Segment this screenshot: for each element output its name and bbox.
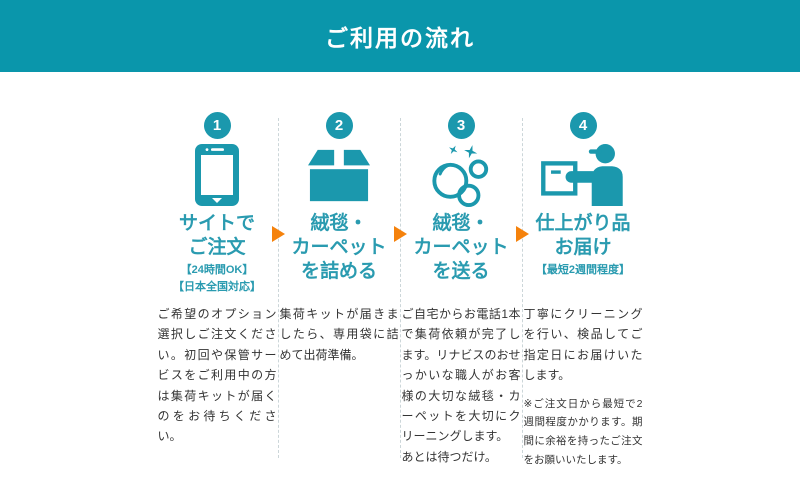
step-title: サイトで ご注文 [178,213,255,259]
column-divider [271,118,285,460]
bubbles-icon [429,143,493,207]
step-title-area: サイトで ご注文 【24時間OK】 【日本全国対応】 [173,212,261,304]
arrow-right-icon [271,226,285,242]
step-number-badge: 3 [447,112,475,139]
arrow-right-icon [393,226,407,242]
step-title: 仕上がり品 お届け [535,213,631,259]
step-badge: 【24時間OK】 [180,264,254,277]
column-divider [515,118,529,460]
step-title-area: 絨毯・ カーペット を詰める [291,212,386,304]
step-description: 丁寧にクリーニングを行い、検品してご指定日にお届けいたします。 [523,307,643,383]
page-title: ご利用の流れ [325,25,475,51]
step-number-badge: 4 [569,112,597,139]
step-column-delivery: 4 仕上がり品 お届け 【最短2週間程度】 丁寧にクリーニングを行い、検品してご… [523,112,643,466]
step-badge: 【最短2週間程度】 [535,264,631,277]
step-title-area: 絨毯・ カーペット を送る [413,212,508,304]
step-column-order: 1 サイトで ご注文 【24時間OK】 【日本全国対応】 ご希望のオプション選択… [158,112,277,460]
step-description: 集荷キットが届きましたら、専用袋に詰めて出荷準備。 [279,307,399,362]
step-title-area: 仕上がり品 お届け 【最短2週間程度】 [535,212,630,304]
step-description: ご自宅からお電話1本で集荷依頼が完了します。リナビスのおせっかいな職人がお客様の… [401,307,521,464]
step-number-badge: 1 [203,112,231,139]
step-column-pack: 2 絨毯・ カーペット を詰める 集荷キットが届きましたら、専用袋に詰めて出荷準… [280,112,399,460]
step-title: 絨毯・ カーペット を詰める [291,213,387,283]
divider-line [277,118,279,458]
step-note: ※ご注文日から最短で2週間程度かかります。期間に余裕を持ったご注文をお願いいたし… [523,397,643,466]
delivery-person-icon [540,143,626,207]
step-description: ご希望のオプション選択しご注文ください。初回や保管サービスをご利用中の方は集荷キ… [157,307,277,444]
step-badge: 【日本全国対応】 [173,280,261,293]
steps-section: 1 サイトで ご注文 【24時間OK】 【日本全国対応】 ご希望のオプション選択… [0,72,800,466]
divider-line [521,118,523,458]
smartphone-icon [194,143,240,207]
divider-line [399,118,401,458]
column-divider [393,118,407,460]
arrow-right-icon [515,226,529,242]
step-column-send: 3 絨毯・ カーペット を送る ご自宅からお電話1本で集荷依頼が完了します。リナ… [402,112,521,464]
step-title: 絨毯・ カーペット を送る [413,213,509,283]
box-icon [308,143,370,207]
page-header: ご利用の流れ [0,0,800,72]
step-number-badge: 2 [325,112,353,139]
